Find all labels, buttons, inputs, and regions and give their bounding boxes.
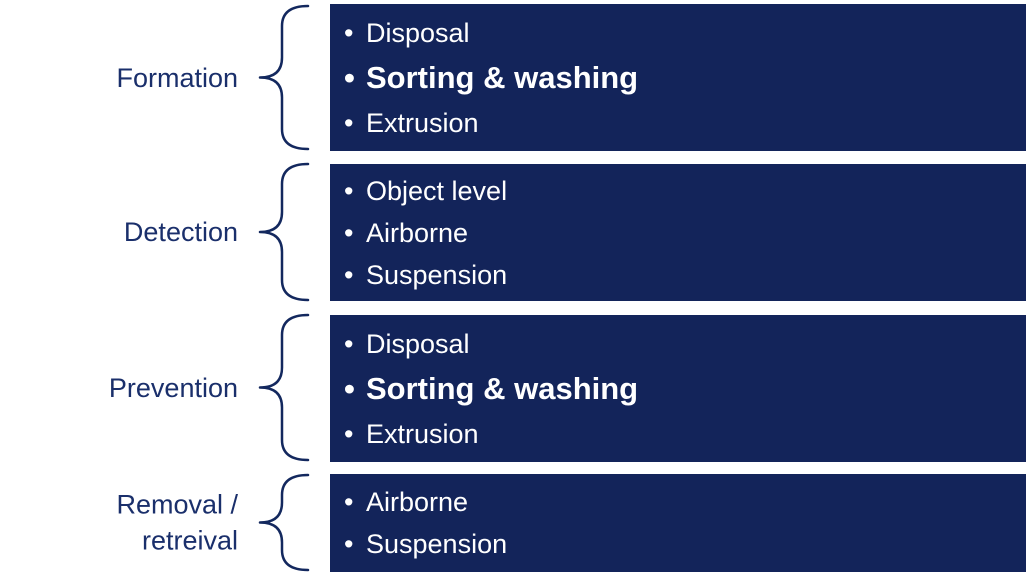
- list-item-text: Airborne: [366, 217, 469, 248]
- group-label: Formation: [0, 59, 238, 95]
- group-label-text: Formation: [116, 62, 238, 93]
- curly-brace-icon: [258, 162, 310, 302]
- list-item: • Disposal: [344, 323, 1026, 365]
- list-item: • Extrusion: [344, 413, 1026, 455]
- bullet-icon: •: [344, 175, 354, 206]
- list-item-text: Disposal: [366, 328, 470, 359]
- list-item-text: Object level: [366, 175, 508, 206]
- bullet-icon: •: [344, 259, 354, 290]
- curly-brace-icon: [258, 313, 310, 462]
- bullet-icon: •: [344, 328, 354, 359]
- brace-path: [258, 313, 310, 462]
- list-item: • Suspension: [344, 254, 1026, 296]
- bullet-icon: •: [344, 418, 354, 449]
- bullet-icon: •: [344, 217, 354, 248]
- list-item: • Airborne: [344, 212, 1026, 254]
- list-item-text: Disposal: [366, 17, 470, 48]
- list-item: • Sorting & washing: [344, 365, 1026, 413]
- bullet-icon: •: [344, 529, 354, 559]
- group-label-text: Detection: [123, 216, 238, 247]
- curly-brace-icon: [258, 4, 310, 151]
- bullet-icon: •: [344, 59, 355, 95]
- list-item: • Sorting & washing: [344, 54, 1026, 102]
- group-box: • Object level • Airborne • Suspension: [330, 164, 1026, 301]
- list-item-text: Suspension: [366, 529, 508, 559]
- group-label: Removal / retreival: [0, 486, 238, 559]
- group-box: • Disposal • Sorting & washing • Extrusion: [330, 315, 1026, 462]
- brace-path: [258, 473, 310, 572]
- list-item-text: Sorting & washing: [366, 59, 639, 95]
- bullet-icon: •: [344, 487, 354, 517]
- list-item-text: Suspension: [366, 259, 508, 290]
- list-item: • Extrusion: [344, 102, 1026, 144]
- curly-brace-icon: [258, 473, 310, 572]
- bullet-icon: •: [344, 107, 354, 138]
- group-label: Detection: [0, 214, 238, 250]
- list-item: • Airborne: [344, 481, 1026, 523]
- bullet-icon: •: [344, 17, 354, 48]
- list-item-text: Sorting & washing: [366, 370, 639, 406]
- list-item-text: Extrusion: [366, 107, 479, 138]
- brace-path: [258, 4, 310, 151]
- group-label: Prevention: [0, 369, 238, 405]
- list-item: • Disposal: [344, 12, 1026, 54]
- list-item-text: Extrusion: [366, 418, 479, 449]
- bullet-icon: •: [344, 370, 355, 406]
- group-box: • Airborne • Suspension: [330, 474, 1026, 572]
- list-item: • Object level: [344, 170, 1026, 212]
- group-label-text: Prevention: [108, 372, 238, 403]
- brace-path: [258, 162, 310, 302]
- group-box: • Disposal • Sorting & washing • Extrusion: [330, 4, 1026, 151]
- list-item-text: Airborne: [366, 487, 469, 517]
- list-item: • Suspension: [344, 523, 1026, 565]
- group-label-line: retreival: [141, 525, 238, 556]
- group-label-line: Removal /: [116, 489, 238, 520]
